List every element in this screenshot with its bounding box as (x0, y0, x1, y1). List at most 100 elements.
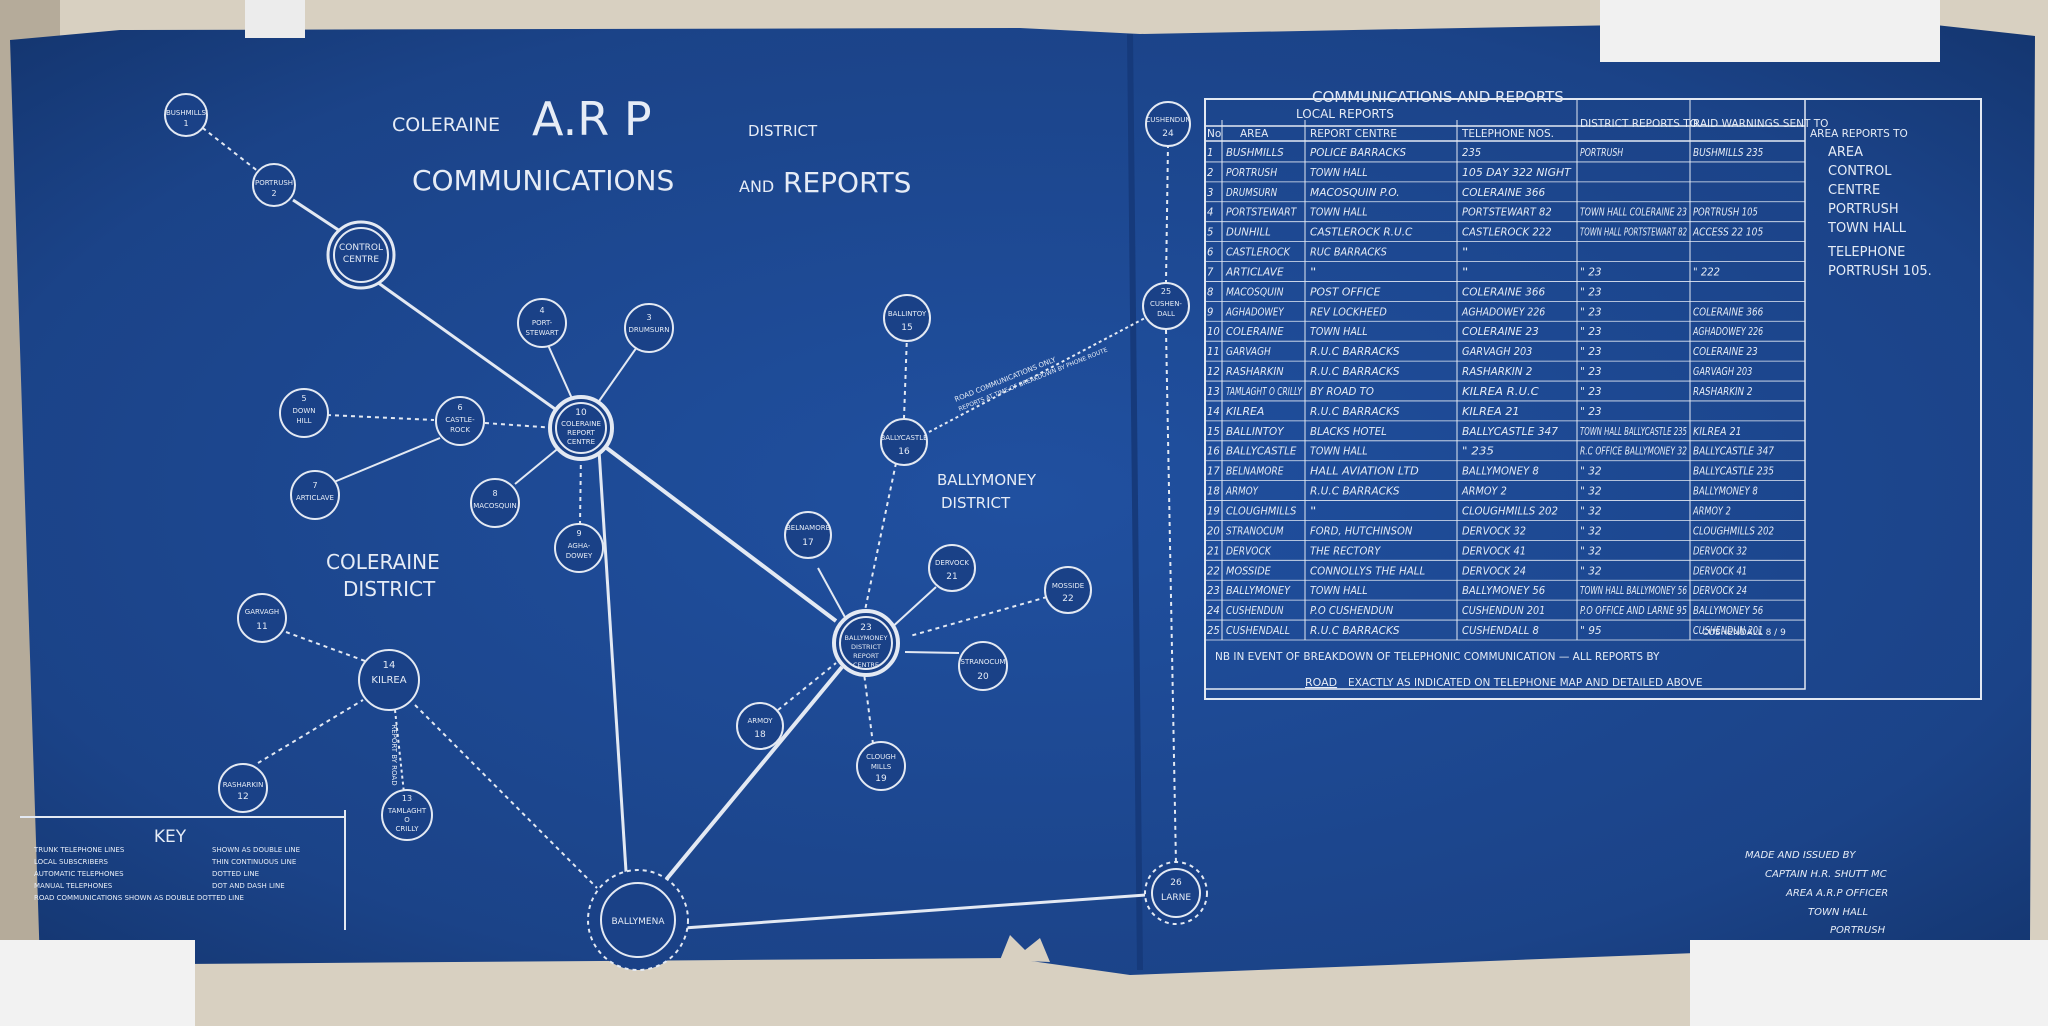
table-cell: " 23 (1580, 305, 1602, 318)
table-cell: ARMOY 2 (1692, 505, 1731, 518)
svg-text:REPORT: REPORT (853, 652, 879, 660)
table-cell: R.C OFFICE BALLYMONEY 32 (1580, 445, 1687, 458)
table-cell: " (1310, 505, 1316, 518)
line-dunhill-castlerock (326, 414, 435, 421)
table-cell: " 32 (1580, 465, 1602, 478)
svg-text:HILL: HILL (296, 417, 311, 425)
weight-bottom-right (1690, 940, 2048, 1026)
table-cell: KILREA (1226, 405, 1264, 418)
table-cell: BLACKS HOTEL (1310, 425, 1387, 438)
table-cell: POST OFFICE (1310, 285, 1380, 298)
table-cell: R.U.C BARRACKS (1310, 345, 1400, 358)
table-cell: 25 (1207, 624, 1220, 637)
node-castlerock: 6 CASTLE- ROCK (435, 396, 485, 446)
svg-text:PORTRUSH: PORTRUSH (255, 179, 293, 187)
svg-text:DOWEY: DOWEY (566, 552, 593, 560)
table-cell: 13 (1207, 385, 1220, 398)
svg-text:GARVAGH: GARVAGH (245, 608, 279, 616)
line-kilrea-tamlaght (394, 709, 405, 794)
key-left-5: ROAD COMMUNICATIONS SHOWN AS DOUBLE DOTT… (34, 894, 244, 902)
table-cell: 12 (1207, 365, 1220, 378)
table-cell: REV LOCKHEED (1310, 305, 1387, 318)
table-cell: " 32 (1580, 544, 1602, 557)
line-articlave-castlerock (333, 437, 441, 483)
table-cell: 19 (1207, 505, 1220, 518)
table-cell: CLOUGHMILLS (1226, 505, 1296, 518)
table-cell: TOWN HALL (1310, 445, 1368, 458)
area-reports-7: PORTRUSH 105. (1828, 264, 1932, 279)
table-cell: 15 (1207, 425, 1220, 438)
table-cell: " 222 (1693, 265, 1720, 278)
table-cell: KILREA 21 (1462, 405, 1520, 418)
svg-text:TAMLAGHT: TAMLAGHT (387, 807, 427, 815)
node-ballycastle: BALLYCASTLE 16 (880, 418, 928, 466)
table-cell: TOWN HALL (1310, 325, 1368, 338)
table-cell: MACOSQUIN (1226, 285, 1284, 298)
key-right-3: DOTTED LINE (212, 870, 259, 878)
table-cell: COLERAINE 23 (1462, 325, 1539, 338)
sheet-fold (1127, 33, 1143, 971)
node-drumsurn: 3 DRUMSURN (624, 303, 674, 353)
title-line2: COMMUNICATIONS (412, 164, 674, 197)
table-cell: RASHARKIN 2 (1462, 365, 1532, 378)
table-title: COMMUNICATIONS AND REPORTS (1312, 88, 1564, 106)
area-reports-4: PORTRUSH (1828, 202, 1899, 217)
table-cell: BALLYMONEY 56 (1462, 584, 1545, 597)
svg-text:DISTRICT: DISTRICT (851, 643, 881, 651)
title-left: COLERAINE (392, 114, 500, 136)
svg-text:ARTICLAVE: ARTICLAVE (296, 494, 334, 502)
table-cell: " (1462, 265, 1468, 278)
svg-text:DRUMSURN: DRUMSURN (628, 326, 669, 334)
table-cell: R.U.C BARRACKS (1310, 485, 1400, 498)
area-reports-to: AREA CONTROL CENTRE PORTRUSH TOWN HALL T… (1827, 145, 1932, 279)
weight-top-left (245, 0, 305, 38)
table-cell: BELNAMORE (1226, 465, 1284, 478)
svg-text:MACOSQUIN: MACOSQUIN (473, 502, 516, 510)
svg-text:9: 9 (576, 529, 581, 538)
note-line-1: NB IN EVENT OF BREAKDOWN OF TELEPHONIC C… (1215, 651, 1660, 663)
ballymoney-district-label-1: BALLYMONEY (937, 471, 1037, 489)
svg-text:23: 23 (860, 623, 871, 633)
svg-text:O: O (404, 816, 410, 824)
node-bushmills: BUSHMILLS 1 (164, 93, 208, 137)
table-cell: " 235 (1462, 445, 1494, 458)
svg-text:18: 18 (754, 730, 766, 740)
title-and: AND (739, 177, 774, 196)
svg-text:DOWN: DOWN (292, 407, 315, 415)
table-cell: RUC BARRACKS (1310, 246, 1387, 259)
svg-text:STRANOCUM: STRANOCUM (961, 658, 1006, 666)
table-cell: MOSSIDE (1226, 564, 1271, 577)
table-cell: RASHARKIN (1226, 365, 1284, 378)
key-left-3: AUTOMATIC TELEPHONES (34, 870, 124, 878)
svg-text:19: 19 (875, 774, 887, 784)
note-road: ROAD (1305, 676, 1337, 689)
table-cell: " (1310, 265, 1316, 278)
area-reports-3: CENTRE (1828, 183, 1880, 198)
table-cell: ARMOY 2 (1461, 485, 1507, 498)
svg-text:CUSHENDUN: CUSHENDUN (1145, 116, 1190, 124)
table-cell: " 23 (1580, 405, 1602, 418)
table-cell: 2 (1207, 166, 1213, 179)
svg-text:DALL: DALL (1157, 310, 1175, 318)
table-cell: " 95 (1580, 624, 1602, 637)
svg-text:CENTRE: CENTRE (853, 661, 879, 669)
line-portrush-control (292, 198, 347, 237)
svg-text:BALLINTOY: BALLINTOY (888, 310, 927, 318)
table-cell: " 23 (1580, 345, 1602, 358)
line-garvagh-kilrea (285, 631, 366, 662)
svg-text:2: 2 (271, 189, 276, 198)
svg-text:BALLYCASTLE: BALLYCASTLE (880, 434, 927, 442)
line-ballintoy-ballycastle (903, 334, 908, 419)
weight-bottom-left (0, 940, 195, 1026)
table-cell: PORTRUSH (1226, 166, 1277, 179)
node-stranocum: STRANOCUM 20 (958, 641, 1008, 691)
credit-3: AREA A.R.P OFFICER (1785, 888, 1888, 899)
line-stranocum-ballymoney (904, 651, 960, 654)
table-cell: " 23 (1580, 285, 1602, 298)
table-cell: THE RECTORY (1310, 544, 1382, 557)
table-cell: 8 (1207, 285, 1213, 298)
svg-text:14: 14 (383, 660, 396, 671)
table-cell: 17 (1207, 465, 1220, 478)
key-right-1: SHOWN AS DOUBLE LINE (212, 846, 300, 854)
